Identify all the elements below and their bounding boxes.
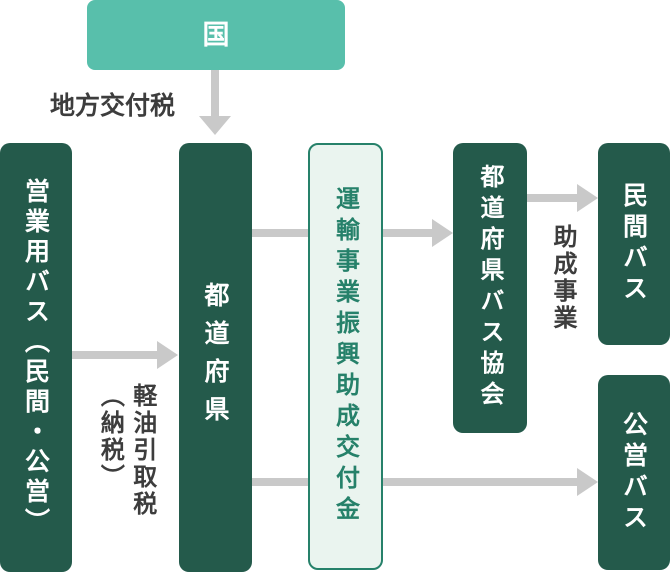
node-private-bus-label: 民間バス (619, 182, 649, 306)
arrow-head-down-icon (199, 116, 231, 135)
node-bus-association-label: 都道府県バス協会 (476, 164, 504, 412)
node-national-government: 国 (87, 0, 345, 70)
node-national-government-label: 国 (202, 19, 230, 51)
arrow-head-right-icon (432, 219, 453, 247)
node-commercial-bus-label: 営業用バス（民間・公営） (21, 177, 51, 538)
edge-label-diesel-delivery-tax: 軽油引取税（納税） (96, 383, 157, 518)
node-grant: 運輸事業振興助成交付金 (308, 143, 383, 570)
arrow-head-right-icon (577, 184, 598, 212)
arrow-shaft (72, 351, 158, 359)
edge-label-subsidy-project: 助成事業 (549, 224, 577, 332)
node-grant-label: 運輸事業振興助成交付金 (331, 186, 360, 527)
node-bus-association: 都道府県バス協会 (453, 143, 527, 433)
arrow-head-right-icon (157, 341, 178, 369)
node-prefecture-label: 都道府県 (201, 281, 230, 434)
node-prefecture: 都道府県 (179, 143, 252, 572)
node-private-bus: 民間バス (598, 143, 670, 345)
node-public-bus-label: 公営バス (619, 410, 649, 535)
arrow-shaft (527, 194, 578, 202)
arrow-shaft (211, 70, 219, 117)
node-public-bus: 公営バス (598, 375, 670, 570)
node-commercial-bus: 営業用バス（民間・公営） (0, 143, 72, 572)
arrow-head-right-icon (577, 468, 598, 496)
edge-label-local-allocation-tax: 地方交付税 (50, 91, 176, 120)
arrow-shaft (252, 478, 578, 486)
